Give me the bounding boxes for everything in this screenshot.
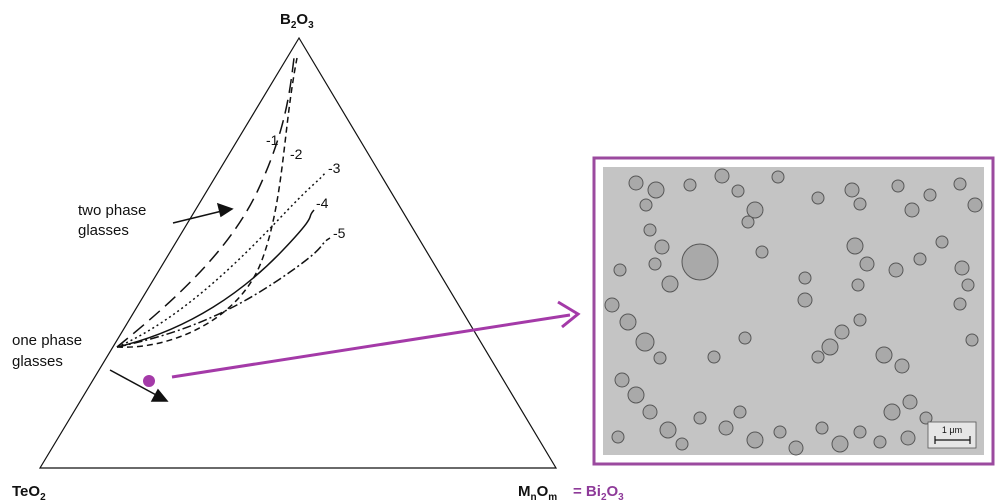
micrograph-droplet bbox=[648, 257, 662, 271]
curve-label-2: -2 bbox=[290, 146, 303, 162]
micrograph-droplet bbox=[611, 430, 625, 444]
micrograph-droplet bbox=[659, 421, 677, 439]
micrograph-droplet bbox=[604, 297, 620, 313]
micrograph-droplet bbox=[675, 437, 689, 451]
curve-label-4: -4 bbox=[316, 195, 329, 211]
micrograph-droplet bbox=[953, 297, 967, 311]
micrograph-droplet bbox=[821, 338, 839, 356]
micrograph-droplet bbox=[853, 425, 867, 439]
micrograph-droplet bbox=[846, 237, 864, 255]
micrograph-droplet bbox=[811, 350, 825, 364]
micrograph-droplet bbox=[731, 184, 745, 198]
micrograph-droplet bbox=[815, 421, 829, 435]
scale-bar-label: 1 μm bbox=[942, 425, 962, 435]
curve-5 bbox=[116, 237, 331, 348]
micrograph-droplet bbox=[894, 358, 910, 374]
scale-bar-box bbox=[927, 421, 977, 449]
curve-label-5: -5 bbox=[333, 225, 346, 241]
micrograph-droplet bbox=[873, 435, 887, 449]
micrograph-droplet bbox=[693, 411, 707, 425]
two-phase-arrow bbox=[172, 210, 223, 224]
micrograph-droplet bbox=[707, 350, 721, 364]
micrograph-droplet bbox=[935, 235, 949, 249]
micrograph-droplet bbox=[627, 386, 645, 404]
micrograph-droplet bbox=[953, 177, 967, 191]
micrograph-droplet bbox=[614, 372, 630, 388]
micrograph-droplet bbox=[859, 256, 875, 272]
micrograph-droplet bbox=[635, 332, 655, 352]
bi2o3-label: = Bi2O3 bbox=[573, 483, 624, 503]
micrograph-droplet bbox=[844, 182, 860, 198]
micrograph-droplet bbox=[888, 262, 904, 278]
micrograph-droplet bbox=[738, 331, 752, 345]
micrograph-droplet bbox=[831, 435, 849, 453]
micrograph-droplet bbox=[788, 440, 804, 456]
one-phase-arrow bbox=[109, 369, 159, 397]
micrograph-droplet bbox=[683, 178, 697, 192]
micrograph-droplet bbox=[733, 405, 747, 419]
micrograph-image bbox=[603, 167, 984, 455]
micrograph-droplets bbox=[604, 168, 983, 456]
micrograph-droplet bbox=[681, 243, 719, 281]
one-phase-label-line1: one phase bbox=[12, 332, 82, 349]
micrograph-droplet bbox=[647, 181, 665, 199]
micrograph-droplet bbox=[741, 215, 755, 229]
ternary-triangle bbox=[38, 36, 558, 469]
two-phase-arrowhead bbox=[216, 202, 234, 218]
micrograph-droplet bbox=[746, 201, 764, 219]
vertex-teo2-label: TeO2 bbox=[12, 483, 46, 503]
micrograph-droplet bbox=[639, 198, 653, 212]
micrograph-droplet bbox=[853, 197, 867, 211]
micrograph-droplet bbox=[883, 403, 901, 421]
micrograph-droplet bbox=[619, 313, 637, 331]
micrograph-droplet bbox=[891, 179, 905, 193]
micrograph-droplet bbox=[798, 271, 812, 285]
micrograph-droplet bbox=[714, 168, 730, 184]
micrograph-droplet bbox=[913, 252, 927, 266]
micrograph-droplet bbox=[954, 260, 970, 276]
two-phase-label-line1: two phase bbox=[78, 202, 146, 219]
two-phase-label-line2: glasses bbox=[78, 222, 129, 239]
micrograph-droplet bbox=[613, 263, 627, 277]
micrograph-droplet bbox=[923, 188, 937, 202]
one-phase-label-line2: glasses bbox=[12, 353, 63, 370]
micrograph-droplet bbox=[746, 431, 764, 449]
composition-arrowhead bbox=[557, 300, 581, 329]
micrograph-droplet bbox=[811, 191, 825, 205]
micrograph-droplet bbox=[853, 313, 867, 327]
composition-point bbox=[143, 375, 155, 387]
micrograph-droplet bbox=[900, 430, 916, 446]
composition-arrow bbox=[171, 313, 571, 379]
curve-3 bbox=[116, 171, 327, 348]
micrograph-droplet bbox=[628, 175, 644, 191]
one-phase-arrowhead bbox=[150, 388, 169, 402]
micrograph-droplet bbox=[718, 420, 734, 436]
micrograph-droplet bbox=[919, 411, 933, 425]
micrograph-droplet bbox=[902, 394, 918, 410]
micrograph-droplet bbox=[797, 292, 813, 308]
micrograph-droplet bbox=[875, 346, 893, 364]
micrograph-droplet bbox=[904, 202, 920, 218]
micrograph-droplet bbox=[654, 239, 670, 255]
micrograph-droplet bbox=[642, 404, 658, 420]
vertex-b2o3-label: B2O3 bbox=[280, 11, 314, 31]
micrograph-droplet bbox=[851, 278, 865, 292]
curve-2 bbox=[116, 57, 298, 348]
micrograph-droplet bbox=[834, 324, 850, 340]
micrograph-droplet bbox=[965, 333, 979, 347]
micrograph-droplet bbox=[961, 278, 975, 292]
vertex-mnom-label: MnOm bbox=[518, 483, 557, 503]
micrograph-droplet bbox=[967, 197, 983, 213]
curve-label-1: -1 bbox=[266, 132, 279, 148]
micrograph-droplet bbox=[653, 351, 667, 365]
micrograph-droplet bbox=[773, 425, 787, 439]
curve-4 bbox=[116, 209, 315, 348]
micrograph-droplet bbox=[771, 170, 785, 184]
micrograph-droplet bbox=[755, 245, 769, 259]
micrograph-droplet bbox=[643, 223, 657, 237]
micrograph-droplet bbox=[661, 275, 679, 293]
curve-label-3: -3 bbox=[328, 160, 341, 176]
